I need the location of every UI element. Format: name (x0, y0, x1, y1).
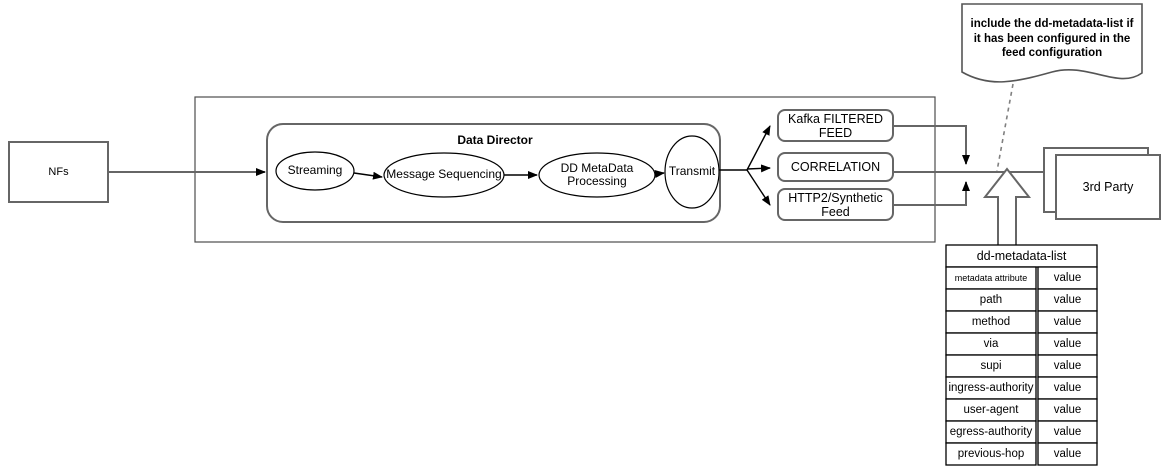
feed-box-http2-synthetic (777, 188, 894, 221)
metadata-injection-block-arrow (982, 167, 1032, 247)
feed-box-correlation (777, 152, 894, 182)
stage-dd-metadata-processing-shape (538, 152, 656, 198)
arrow-streaming-to-sequencing (353, 171, 383, 180)
note-leader-dashed-line (996, 83, 1014, 172)
stage-streaming-shape (275, 151, 355, 191)
metadata-table-grid (945, 244, 1098, 466)
note-callout-shape (961, 3, 1143, 83)
stage-transmit-shape (664, 135, 720, 209)
arrow-to-kafka-feed (746, 125, 771, 171)
stage-message-sequencing-shape (383, 152, 505, 198)
route-http2-to-merge (893, 181, 970, 206)
feed-box-kafka (777, 109, 894, 142)
nfs-box (8, 141, 109, 203)
arrow-to-http2-feed (746, 169, 771, 206)
third-party-stacked-box (1043, 147, 1161, 220)
route-kafka-to-merge (893, 125, 970, 165)
arrow-metadata-to-transmit (654, 170, 665, 178)
arrow-to-correlation-feed (746, 164, 771, 173)
